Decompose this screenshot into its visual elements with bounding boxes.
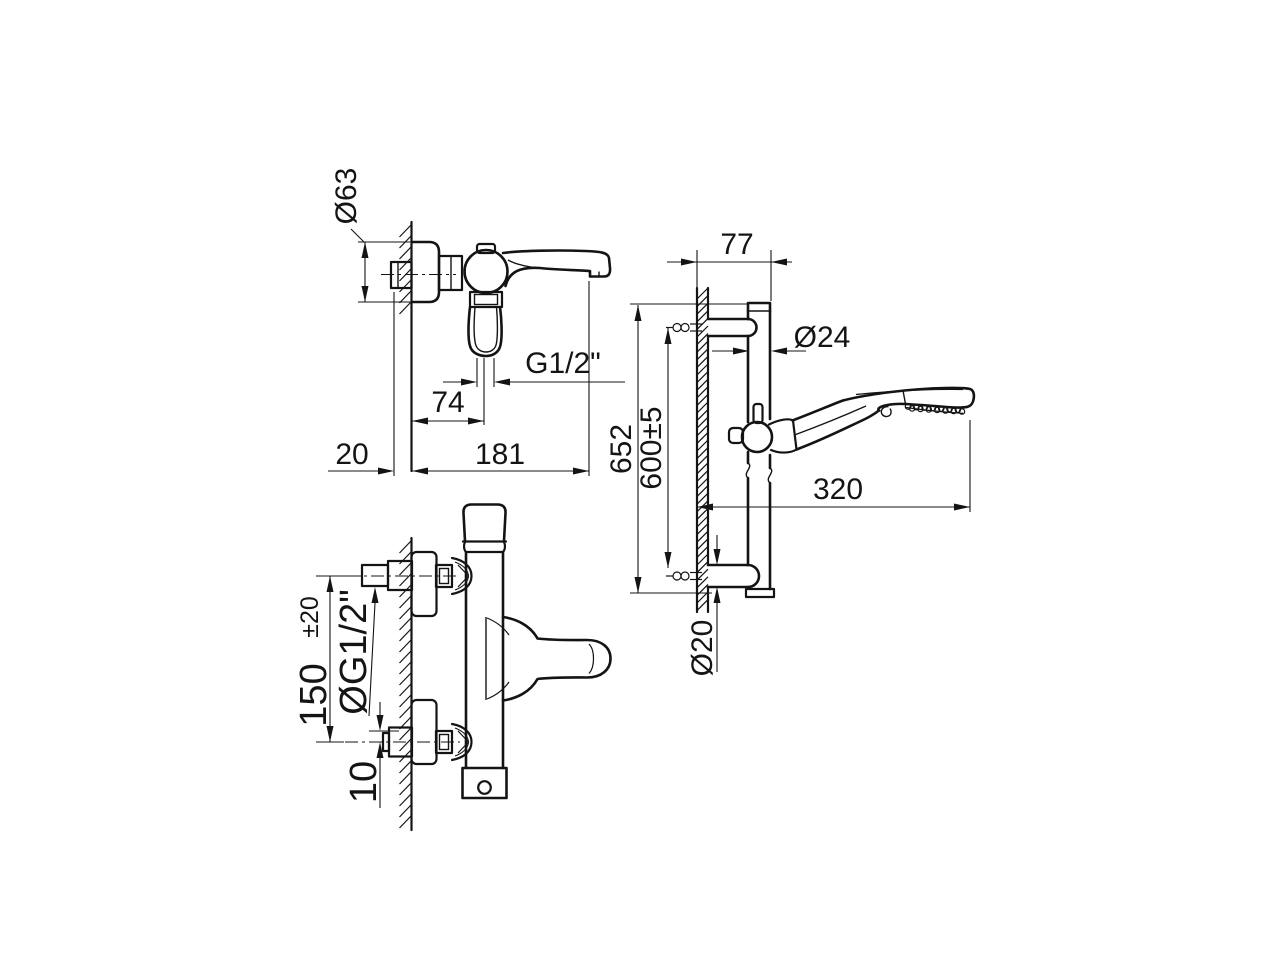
spray-nozzles [904,403,966,415]
dim-bracket-depth-label: 77 [720,228,753,261]
dim-nut-offset-label: 10 [343,761,385,803]
view-slide-rail: 77 Ø24 652 600±5 320 Ø20 [605,228,976,677]
hanging-hook [880,405,892,418]
bath-spout [501,615,612,702]
view-mixer-side: Ø63 74 G1/2" 20 181 [328,168,625,476]
handle-grip [467,305,503,358]
dim-spout-reach-label: 181 [475,438,525,471]
slider-knob [740,420,774,454]
spout-fillets [486,617,510,700]
spout [501,249,612,288]
rail-break-line [767,467,773,484]
knob-inner-arc [464,256,472,287]
anchor-screw-bottom [666,571,702,581]
dim-inlet-distance-label: 150 [293,663,335,726]
top-bracket [746,317,758,338]
dim-spout-center-label: 74 [431,386,464,419]
knob-ring [462,540,507,554]
knob-top-tab [475,242,497,255]
rail-foot [744,587,776,599]
dim-inlet-thread-label: ØG1/2" [333,589,375,714]
dim-rail-diameter-label: Ø24 [794,321,851,354]
handle-collar [468,290,504,309]
control-knob [463,248,509,295]
anchor-screw-top [666,322,702,333]
dim-tube-diameter-label: Ø20 [686,620,719,677]
handle-collar-inner [473,293,499,306]
dim-head-reach-label: 320 [813,473,863,506]
temperature-knob [462,503,507,543]
handshower-handle-top [791,399,845,422]
handshower-handle-inner [794,405,867,436]
dim-inlet-tolerance-label: ±20 [296,596,324,638]
view-mixer-front: 150 ±20 ØG1/2" 10 [293,503,612,832]
wall-section-hatch [696,287,709,612]
dim-total-height-label: 652 [605,424,638,474]
head-seam [902,390,907,405]
escutcheon-bottom [410,698,438,766]
handle-grip-inner [473,306,499,353]
dim-union-projection-label: 20 [335,438,368,471]
body-bottom-block [461,766,508,800]
dim-hose-thread-label: G1/2" [525,347,601,380]
bottom-port-hole [477,780,492,795]
wall-hatch [399,224,412,315]
dim-flange-diameter-label: Ø63 [330,168,363,225]
union-cup-top [450,556,473,596]
rail-break-line [745,462,751,479]
union-cup-bottom [450,722,473,762]
escutcheon-top [410,550,438,618]
spout-cap-arc [588,643,595,674]
spout-inner-line [507,259,569,271]
dim-bracket-distance-label: 600±5 [635,406,668,489]
handshower-head [841,386,976,412]
bottom-bracket [746,563,761,589]
wall-hatch [399,540,412,829]
slider-pin [752,402,764,425]
handshower-handle-bottom [795,409,881,451]
rail-top-cap [746,301,772,313]
flange [410,240,441,304]
head-seam-top [855,388,964,396]
